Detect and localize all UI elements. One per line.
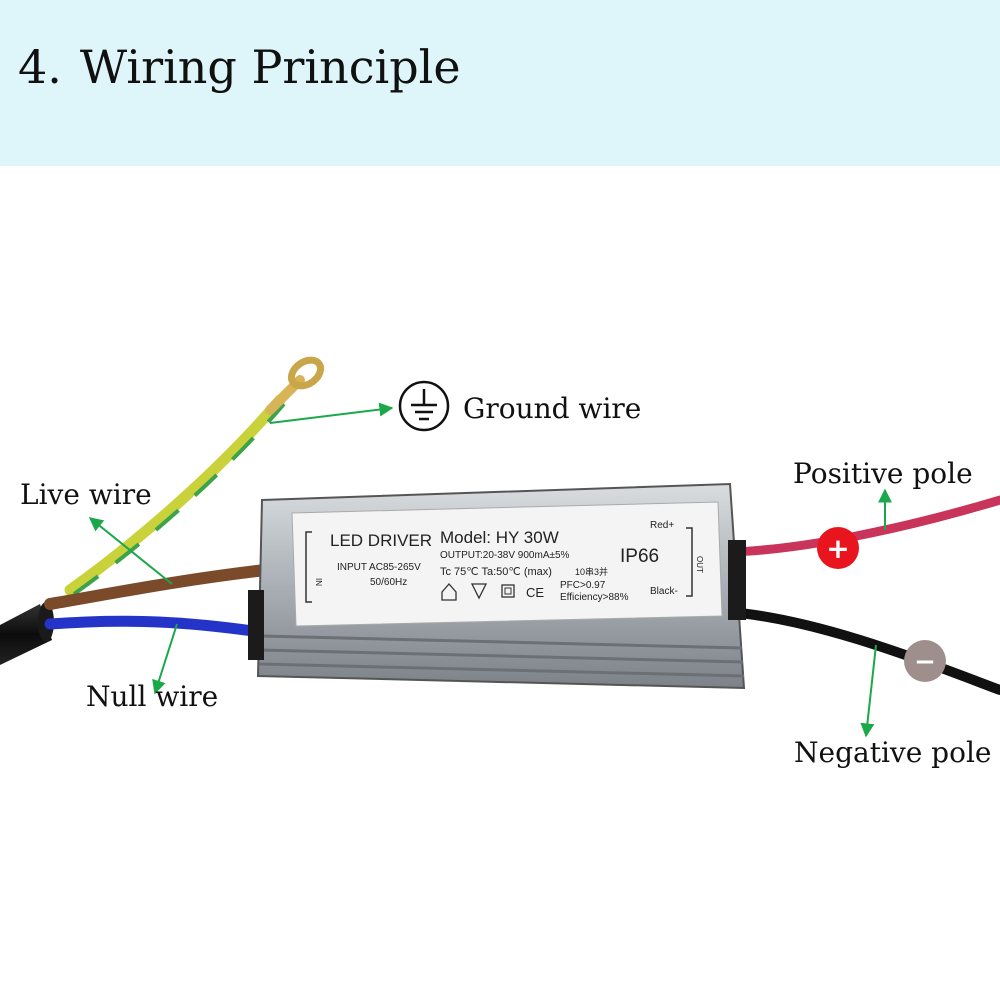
- driver-black-label: Black-: [650, 586, 678, 597]
- section-number: 4.: [18, 40, 62, 94]
- safety-symbols: CE: [441, 583, 544, 601]
- input-cable: [0, 602, 54, 665]
- driver-config: 10串3并: [575, 566, 608, 577]
- ce-mark: CE: [526, 585, 544, 600]
- driver-red-label: Red+: [650, 520, 674, 531]
- driver-label-plate: LED DRIVER Model: HY 30W OUTPUT:20-38V 9…: [291, 501, 723, 627]
- driver-pfc: PFC>0.97: [560, 580, 606, 591]
- ground-symbol-icon: [398, 380, 450, 432]
- negative-wire: [725, 607, 1000, 695]
- ground-wire: [64, 356, 325, 596]
- driver-frequency: 50/60Hz: [370, 577, 407, 588]
- positive-wire: [725, 495, 1000, 557]
- section-title: Wiring Principle: [79, 40, 461, 94]
- minus-icon: −: [914, 647, 936, 677]
- negative-marker: −: [904, 640, 946, 682]
- arrow-live: [88, 517, 173, 585]
- driver-output: OUTPUT:20-38V 900mA±5%: [440, 550, 570, 561]
- plus-icon: +: [826, 532, 849, 565]
- live-wire-label: Live wire: [20, 478, 152, 511]
- driver-temps: Tc 75℃ Ta:50℃ (max): [440, 566, 552, 578]
- ground-wire-label: Ground wire: [463, 392, 641, 425]
- annotation-arrows: [88, 402, 892, 738]
- positive-pole-label: Positive pole: [793, 457, 973, 490]
- driver-name: LED DRIVER: [330, 531, 432, 550]
- driver-in-label: IN: [314, 578, 323, 586]
- arrow-negative: [860, 644, 877, 738]
- positive-marker: +: [817, 527, 859, 569]
- arrow-ground: [269, 402, 394, 424]
- null-wire: [44, 615, 266, 638]
- header-band: 4. Wiring Principle: [0, 0, 1000, 166]
- negative-pole-label: Negative pole: [794, 736, 992, 769]
- driver-input: INPUT AC85-265V: [337, 562, 421, 573]
- driver-efficiency: Efficiency>88%: [560, 592, 629, 603]
- driver-model: Model: HY 30W: [440, 528, 559, 547]
- null-wire-label: Null wire: [86, 680, 218, 713]
- page-title: 4. Wiring Principle: [18, 40, 461, 94]
- arrow-null: [152, 623, 178, 695]
- driver-out-label: OUT: [695, 556, 704, 573]
- driver-ip-rating: IP66: [620, 546, 659, 567]
- live-wire: [44, 564, 271, 610]
